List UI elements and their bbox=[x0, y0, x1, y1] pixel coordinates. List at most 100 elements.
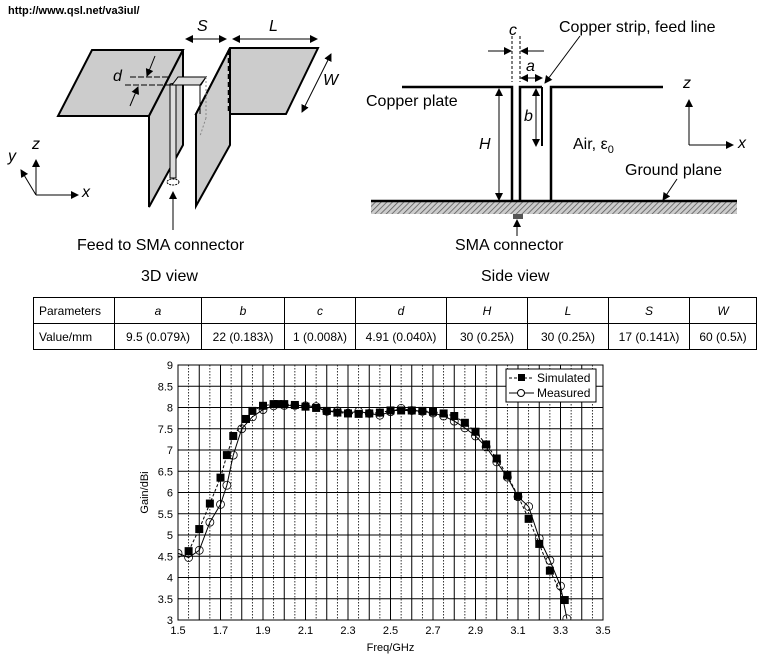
dim-d-label: d bbox=[113, 68, 122, 85]
copper-plate-left bbox=[402, 85, 514, 201]
ground-plane-leader bbox=[662, 178, 678, 201]
data-point-simulated bbox=[460, 418, 469, 427]
data-point-measured bbox=[354, 406, 364, 416]
data-point-simulated bbox=[205, 499, 214, 508]
caption-3d-view: 3D view bbox=[141, 268, 198, 285]
data-point-measured bbox=[396, 403, 406, 413]
axis-x-label-3d: x bbox=[82, 184, 90, 201]
data-point-measured bbox=[237, 424, 247, 434]
side-view-structure bbox=[371, 85, 737, 219]
legend-simulated-marker bbox=[518, 374, 525, 381]
axis-y-label-3d: y bbox=[8, 148, 16, 165]
table-row-values: Value/mm 9.5 (0.079λ) 22 (0.183λ) 1 (0.0… bbox=[33, 323, 757, 350]
data-point-measured bbox=[428, 408, 438, 418]
data-point-measured bbox=[311, 402, 321, 412]
data-point-measured bbox=[216, 499, 225, 509]
data-point-measured bbox=[534, 534, 544, 543]
chart-legend: Simulated Measured bbox=[505, 368, 597, 403]
series-line-measured bbox=[178, 404, 568, 619]
data-point-simulated bbox=[301, 402, 310, 411]
y-tick-label: 4 bbox=[167, 573, 173, 585]
data-point-measured bbox=[375, 410, 385, 420]
x-tick-label: 1.9 bbox=[255, 625, 270, 637]
data-point-measured bbox=[556, 581, 565, 591]
data-point-simulated bbox=[229, 431, 238, 440]
param-name-c: c bbox=[284, 297, 356, 324]
legend-measured-label: Measured bbox=[537, 386, 590, 400]
data-point-measured bbox=[343, 408, 353, 418]
data-point-simulated bbox=[273, 400, 282, 409]
data-point-simulated bbox=[492, 454, 501, 463]
data-point-measured bbox=[194, 545, 204, 555]
copper-plate-label: Copper plate bbox=[366, 93, 458, 110]
axes-side bbox=[685, 99, 734, 149]
data-point-measured bbox=[449, 416, 459, 426]
dim-d-arrow-top bbox=[145, 55, 156, 77]
data-point-simulated bbox=[524, 514, 533, 523]
data-point-measured bbox=[269, 401, 279, 411]
y-tick-label: 6 bbox=[167, 488, 173, 500]
axis-z-label-side: z bbox=[683, 75, 691, 92]
copper-strip-label: Copper strip, feed line bbox=[559, 19, 716, 36]
data-point-simulated bbox=[482, 440, 491, 449]
y-tick-label: 9 bbox=[167, 360, 173, 372]
air-label: Air, ε0 bbox=[573, 136, 614, 156]
right-plate-3d bbox=[194, 47, 320, 210]
dim-b-label: b bbox=[524, 108, 533, 125]
y-tick-label: 5.5 bbox=[158, 509, 173, 521]
data-point-measured bbox=[222, 480, 232, 490]
y-tick-label: 7.5 bbox=[158, 424, 173, 436]
data-point-measured bbox=[322, 406, 332, 416]
ground-plane-hatch bbox=[371, 200, 737, 214]
data-point-simulated bbox=[242, 414, 250, 423]
y-tick-label: 8.5 bbox=[158, 381, 173, 393]
data-point-measured bbox=[178, 548, 183, 558]
parameters-table: Parameters a b c d H L S W Value/mm 9.5 … bbox=[33, 297, 757, 350]
data-point-simulated bbox=[184, 547, 193, 556]
data-point-measured bbox=[492, 457, 502, 467]
data-point-measured bbox=[301, 401, 310, 411]
data-point-simulated bbox=[269, 400, 278, 409]
data-point-simulated bbox=[312, 403, 321, 412]
series-line-simulated bbox=[188, 403, 566, 601]
x-tick-label: 2.5 bbox=[383, 625, 398, 637]
air-subscript: 0 bbox=[607, 144, 614, 157]
data-point-measured bbox=[460, 423, 470, 433]
caption-side-view: Side view bbox=[481, 268, 550, 285]
param-name-h: H bbox=[446, 297, 528, 324]
source-url[interactable]: http://www.qsl.net/va3iul/ bbox=[8, 5, 140, 17]
data-point-measured bbox=[471, 431, 480, 441]
param-name-a: a bbox=[114, 297, 202, 324]
data-point-simulated bbox=[386, 406, 395, 415]
row-header-parameters: Parameters bbox=[33, 297, 115, 324]
dim-h-label: H bbox=[479, 136, 491, 153]
x-tick-label: 2.1 bbox=[298, 625, 313, 637]
param-name-l: L bbox=[527, 297, 609, 324]
x-tick-label: 1.7 bbox=[213, 625, 228, 637]
x-tick-label: 2.3 bbox=[340, 625, 355, 637]
dim-s-label: S bbox=[197, 18, 208, 35]
param-name-d: d bbox=[355, 297, 447, 324]
data-point-simulated bbox=[429, 407, 437, 416]
param-value-w: 60 (0.5λ) bbox=[689, 323, 757, 350]
y-tick-label: 3.5 bbox=[158, 594, 173, 606]
ground-plane-label: Ground plane bbox=[625, 162, 722, 179]
data-point-measured bbox=[290, 400, 300, 410]
data-point-simulated bbox=[375, 408, 384, 417]
data-point-simulated bbox=[216, 473, 225, 482]
data-point-measured bbox=[205, 517, 215, 527]
data-point-measured bbox=[562, 614, 572, 620]
data-point-simulated bbox=[560, 596, 569, 605]
series-simulated bbox=[184, 400, 569, 605]
air-text: Air, ε bbox=[573, 136, 608, 153]
data-point-measured bbox=[228, 450, 238, 460]
data-point-simulated bbox=[280, 400, 289, 409]
data-point-measured bbox=[524, 502, 534, 511]
chart-grid bbox=[177, 364, 604, 621]
data-point-measured bbox=[407, 406, 417, 415]
data-point-measured bbox=[417, 406, 427, 416]
legend-measured-marker bbox=[517, 389, 525, 397]
legend-simulated-label: Simulated bbox=[537, 371, 590, 385]
x-tick-label: 3.1 bbox=[510, 625, 525, 637]
